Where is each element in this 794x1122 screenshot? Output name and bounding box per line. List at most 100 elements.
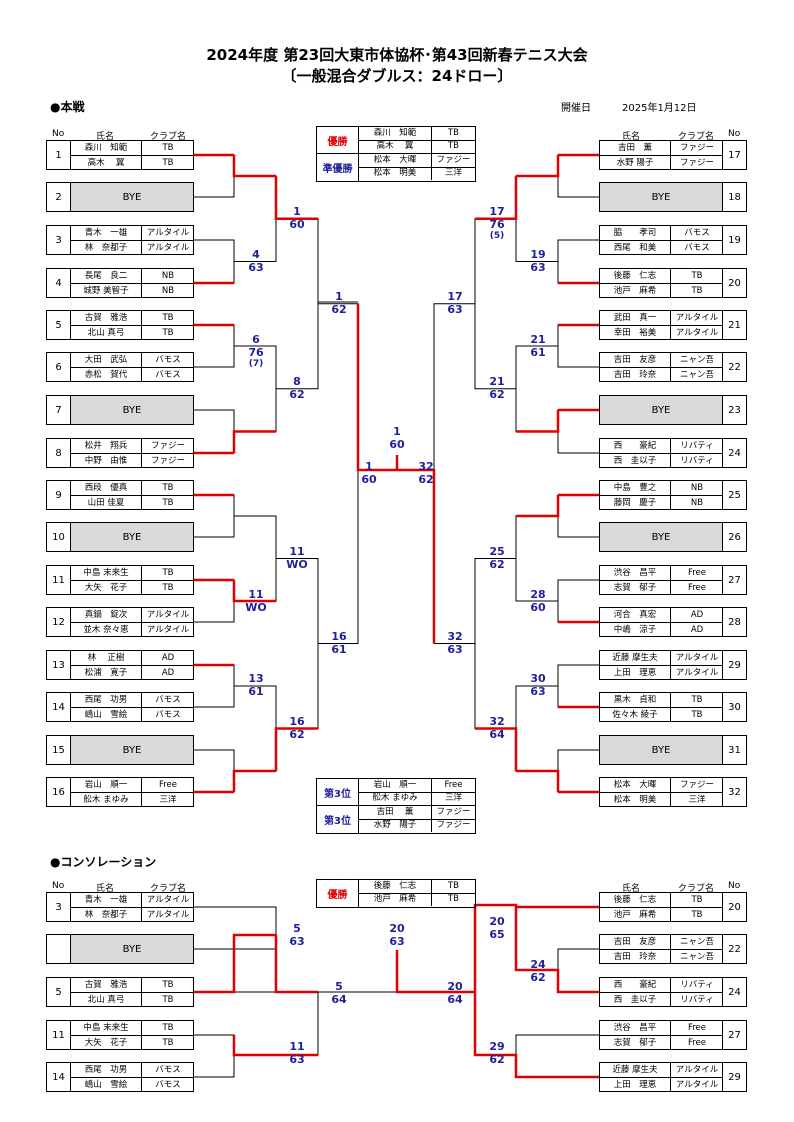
row-divider (71, 283, 193, 284)
row-divider (600, 949, 722, 950)
column-divider (670, 566, 671, 594)
player-name: 武田 真一 (613, 313, 657, 323)
consolation-heading: ●コンソレーション (50, 855, 157, 869)
set-score: 62 (530, 971, 546, 984)
player-name: 中島 末来生 (83, 568, 129, 578)
bye-label: BYE (71, 736, 193, 764)
col-no-cons: No (52, 881, 65, 891)
bracket-line (317, 300, 358, 304)
tiebreak-score: (7) (248, 359, 264, 369)
draw-number: 25 (722, 481, 746, 509)
draw-number: 4 (47, 269, 71, 297)
player-name: 池戸 麻希 (613, 910, 657, 920)
club-name: リバティ (680, 441, 714, 451)
player-name: 中島 末来生 (83, 1023, 129, 1033)
player-name: 松井 翔兵 (84, 441, 128, 451)
winner-line (274, 176, 318, 220)
bye-label: BYE (600, 523, 722, 551)
draw-number: 7 (47, 396, 71, 424)
column-divider (670, 778, 671, 806)
set-score: 63 (530, 685, 546, 698)
column-divider (670, 141, 671, 169)
bracket-line (194, 1055, 235, 1078)
row-divider (71, 495, 193, 496)
club-name: TB (162, 583, 174, 593)
player-name: 西尾 功男 (84, 695, 128, 705)
club-name: ニャン吾 (679, 355, 714, 365)
col-name: 氏名 (96, 132, 115, 142)
row-divider (600, 907, 722, 908)
club-name: TB (162, 158, 174, 168)
player-name: 林 正樹 (87, 653, 125, 663)
winner-number: 4 (252, 248, 260, 261)
club-name: TB (162, 498, 174, 508)
draw-number: 20 (722, 893, 746, 921)
column-divider (670, 439, 671, 467)
club-name: TB (162, 1038, 174, 1048)
club-name: TB (691, 895, 703, 905)
club-name: リバティ (680, 995, 714, 1005)
winner-line (514, 907, 599, 994)
draw-number: 9 (47, 481, 71, 509)
draw-number: 29 (722, 651, 746, 679)
club-name: ニャン吾 (679, 370, 714, 380)
bye-label: BYE (600, 396, 722, 424)
col-no-right: No (728, 129, 741, 139)
club-name: TB (691, 286, 703, 296)
bracket-line (557, 154, 599, 198)
column-divider (670, 978, 671, 1006)
club-name: TB (691, 710, 703, 720)
row-divider (71, 240, 193, 241)
bracket-line (276, 558, 319, 729)
winner-line (516, 410, 560, 433)
club-name: アルタイル (675, 1065, 719, 1075)
club-name: バモス (155, 1080, 181, 1090)
result-row: 松本 明美三洋 (359, 167, 475, 180)
bracket-line (194, 324, 235, 368)
winner-number: 13 (248, 672, 264, 685)
club-name: TB (691, 910, 703, 920)
club-name: ファジー (150, 456, 185, 466)
player-name: 松本 大暉 (613, 780, 657, 790)
col-club-right: クラブ名 (678, 132, 715, 142)
bye-label: BYE (71, 523, 193, 551)
winner-number: 11 (289, 1040, 305, 1053)
club-name: NB (690, 498, 704, 508)
set-score: 62 (489, 1053, 505, 1066)
draw-number: 8 (47, 439, 71, 467)
third-label: 第3位 (317, 779, 359, 806)
draw-number: 3 (47, 893, 71, 921)
club-name: 三洋 (159, 795, 177, 805)
club-name: アルタイル (675, 653, 719, 663)
set-score: 60 (389, 438, 405, 451)
player-name: 北山 真弓 (87, 995, 125, 1005)
winner-line (516, 155, 560, 178)
player-name: 幸田 裕美 (613, 328, 657, 338)
bracket-line (515, 685, 558, 772)
result-row: 舩木 まゆみ三洋 (359, 792, 475, 806)
draw-number: 22 (722, 935, 746, 963)
club-name: アルタイル (146, 610, 190, 620)
column-divider (670, 269, 671, 297)
row-divider (600, 792, 722, 793)
winner-line (516, 769, 560, 792)
player-name: 森川 知範 (84, 143, 128, 153)
player-name: 長尾 良二 (84, 271, 128, 281)
